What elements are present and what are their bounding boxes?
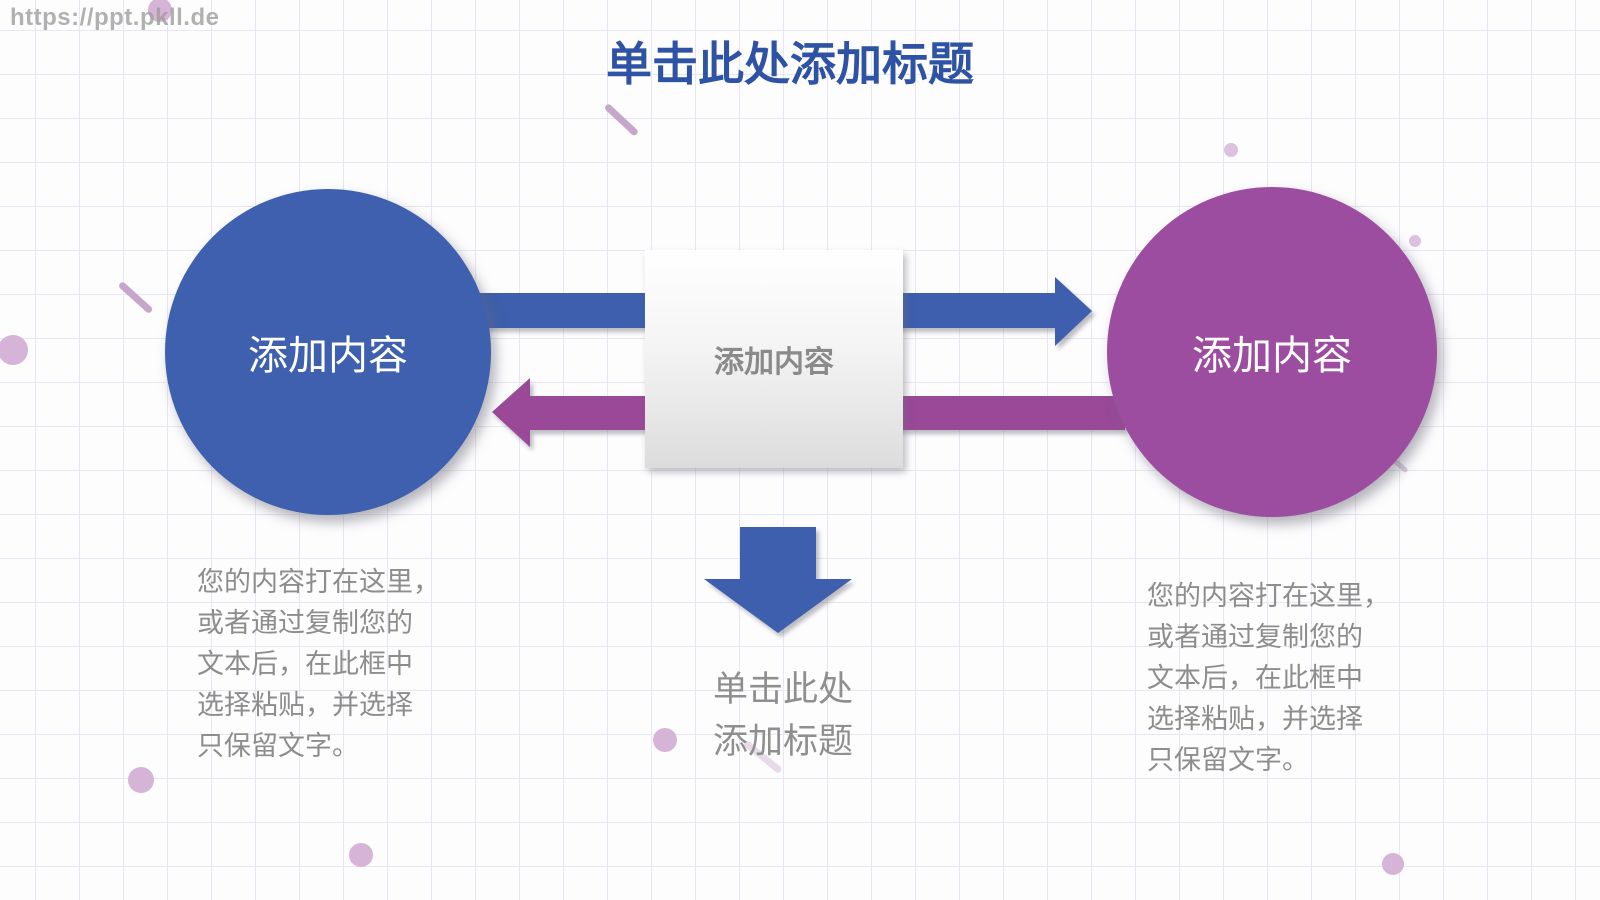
decor-dot: [128, 767, 154, 793]
body-text-line: 选择粘贴，并选择: [1147, 704, 1363, 734]
body-text-line: 选择粘贴，并选择: [197, 690, 413, 720]
decor-dot: [1224, 143, 1238, 157]
decor-dot: [349, 843, 373, 867]
center-box-label: 添加内容: [714, 346, 834, 379]
left-circle: 添加内容: [165, 189, 491, 515]
left-circle-label: 添加内容: [248, 334, 408, 378]
bottom-caption-line2: 添加标题: [712, 722, 853, 761]
body-text-line: 您的内容打在这里，: [1147, 581, 1390, 611]
body-text-line: 只保留文字。: [197, 731, 359, 761]
center-box: 添加内容: [645, 250, 903, 468]
right-body-text: 您的内容打在这里， 或者通过复制您的 文本后，在此框中 选择粘贴，并选择 只保留…: [1147, 576, 1407, 781]
bottom-caption: 单击此处 添加标题: [658, 664, 908, 768]
slide-title: 单击此处添加标题: [606, 38, 974, 90]
body-text-line: 文本后，在此框中: [197, 649, 413, 679]
decor-dot: [148, 0, 172, 22]
body-text-line: 或者通过复制您的: [197, 608, 413, 638]
right-circle-label: 添加内容: [1192, 334, 1352, 378]
bottom-caption-line1: 单击此处: [712, 670, 853, 709]
body-text-line: 文本后，在此框中: [1147, 663, 1363, 693]
watermark-url: https://ppt.pkll.de: [10, 4, 220, 31]
decor-dot: [0, 335, 28, 365]
down-arrow: [704, 527, 852, 633]
decor-dot: [1382, 853, 1404, 875]
decor-dot: [653, 728, 677, 752]
left-body-text: 您的内容打在这里， 或者通过复制您的 文本后，在此框中 选择粘贴，并选择 只保留…: [197, 562, 457, 767]
right-circle: 添加内容: [1107, 187, 1437, 517]
body-text-line: 或者通过复制您的: [1147, 622, 1363, 652]
decor-dot: [1409, 235, 1421, 247]
body-text-line: 您的内容打在这里，: [197, 567, 440, 597]
body-text-line: 只保留文字。: [1147, 745, 1309, 775]
